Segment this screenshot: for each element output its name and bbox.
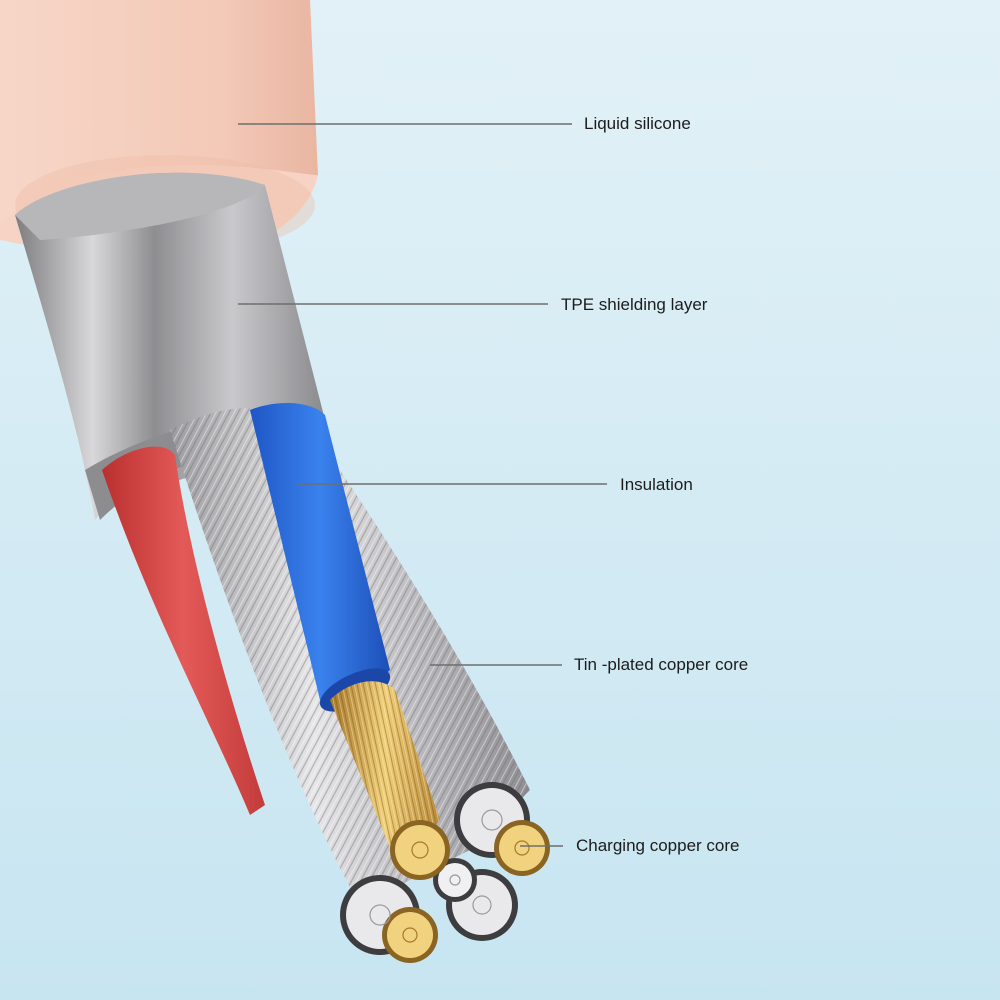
label-liquid-silicone: Liquid silicone bbox=[584, 114, 691, 133]
strand-end-caps bbox=[340, 782, 550, 963]
blue-wire bbox=[250, 403, 390, 701]
red-wire bbox=[102, 446, 265, 815]
label-insulation: Insulation bbox=[620, 475, 693, 494]
leader-lines bbox=[238, 123, 607, 847]
copper-twist-texture bbox=[330, 681, 440, 860]
label-charging-copper-core: Charging copper core bbox=[576, 836, 740, 855]
label-tpe-shielding-layer: TPE shielding layer bbox=[561, 295, 708, 314]
label-tin-plated-copper-core: Tin -plated copper core bbox=[574, 655, 749, 674]
